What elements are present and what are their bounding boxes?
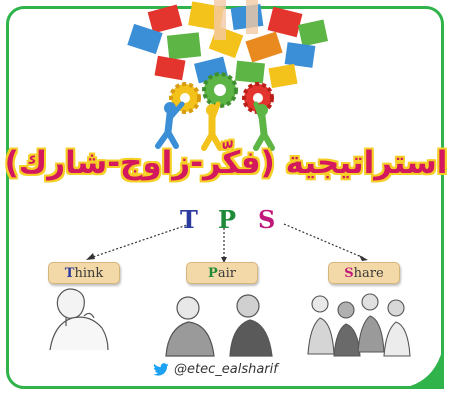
twitter-bird-icon bbox=[153, 362, 169, 376]
arrow-think bbox=[89, 223, 191, 259]
label-pair: Pair bbox=[186, 262, 258, 284]
label-share: Share bbox=[328, 262, 400, 284]
page-curl-corner bbox=[396, 343, 444, 389]
arrows-diagram bbox=[89, 223, 365, 259]
acronym-t: T bbox=[180, 205, 198, 234]
pair-people-sketch bbox=[165, 294, 273, 357]
share-group-sketch bbox=[307, 293, 411, 357]
label-think: Think bbox=[48, 262, 120, 284]
arrow-share bbox=[283, 223, 365, 259]
acronym-s: S bbox=[258, 205, 276, 234]
footer-handle: @etec_ealsharif bbox=[152, 362, 278, 377]
twitter-handle: @etec_ealsharif bbox=[174, 362, 278, 377]
arrowheads bbox=[86, 253, 368, 263]
puzzle-pieces-image bbox=[127, 0, 329, 89]
people-figures-image bbox=[155, 101, 275, 151]
acronym-p: P bbox=[218, 205, 237, 234]
page-title: استراتيجية (فكّر-زاوج-شارك) bbox=[4, 145, 448, 181]
thinking-person-sketch bbox=[49, 288, 109, 351]
